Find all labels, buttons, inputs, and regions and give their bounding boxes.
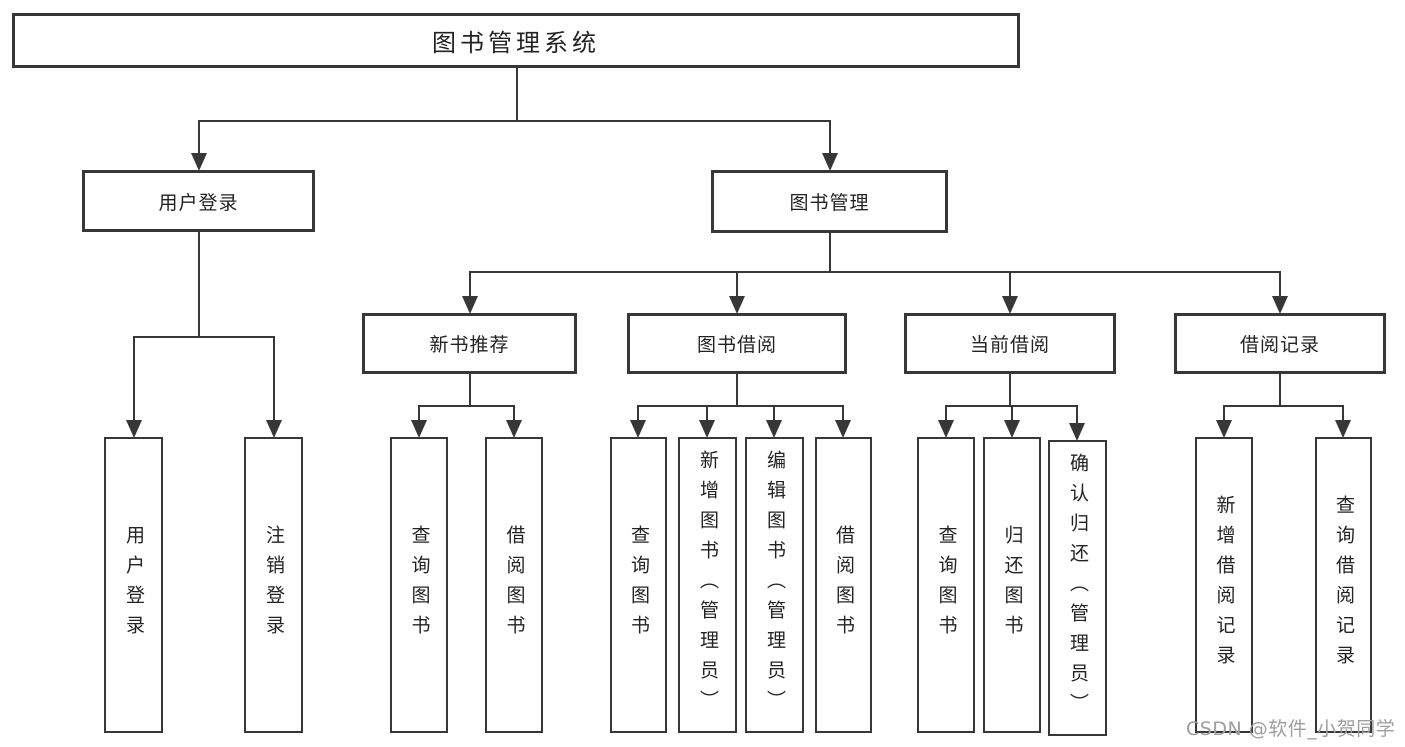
node-label: 新书推荐: [429, 334, 510, 356]
arrow-down-icon: [1335, 420, 1351, 438]
connector-drop: [637, 405, 639, 424]
arrow-down-icon: [938, 420, 954, 438]
leaf-add-borrow-record: 新增借阅记录: [1195, 437, 1253, 733]
connector-drop: [1076, 405, 1078, 427]
leaf-label: 用户登录: [123, 525, 145, 645]
connector-drop: [418, 405, 420, 424]
leaf-label: 借阅图书: [833, 525, 855, 645]
node-user-login: 用户登录: [82, 170, 315, 232]
connector-drop: [1342, 405, 1344, 424]
connector-stem-new-book: [469, 374, 471, 407]
arrow-down-icon: [191, 153, 207, 171]
connector-stem-borrow-record: [1279, 374, 1281, 407]
connector-drop: [1009, 271, 1011, 299]
node-borrowing-records: 借阅记录: [1174, 313, 1386, 374]
leaf-logout: 注销登录: [244, 437, 303, 733]
arrow-down-icon: [1002, 296, 1018, 314]
leaf-borrow-books: 借阅图书: [815, 437, 872, 733]
leaf-label: 借阅图书: [503, 525, 526, 645]
arrow-down-icon: [506, 420, 522, 438]
arrow-down-icon: [126, 420, 142, 438]
arrow-down-icon: [1216, 420, 1232, 438]
leaf-query-books-recommend: 查询图书: [390, 437, 448, 733]
leaf-label: 查询借阅记录: [1333, 495, 1355, 675]
connector-hline-root: [198, 120, 831, 122]
leaf-label: 确认归还（管理员）: [1067, 453, 1089, 723]
arrow-down-icon: [766, 420, 782, 438]
leaf-return-books: 归还图书: [983, 437, 1041, 733]
node-book-borrowing: 图书借阅: [627, 313, 847, 374]
connector-drop: [1011, 405, 1013, 424]
connector-drop: [706, 405, 708, 424]
connector-drop: [273, 336, 275, 424]
leaf-query-borrow-record: 查询借阅记录: [1315, 437, 1372, 733]
connector-drop: [736, 271, 738, 299]
connector-stem-current-borrow: [1009, 374, 1011, 407]
connector-hline-book-management: [469, 271, 1281, 273]
leaf-borrow-books-recommend: 借阅图书: [485, 437, 543, 733]
connector-stem-user-login: [198, 232, 200, 338]
leaf-label: 编辑图书（管理员）: [764, 450, 786, 720]
connector-stem-book-borrow: [736, 374, 738, 407]
connector-hline-user-login: [133, 336, 275, 338]
connector-hline-book-borrow: [637, 405, 844, 407]
connector-drop: [133, 336, 135, 424]
node-current-borrowing: 当前借阅: [904, 313, 1116, 374]
leaf-label: 新增借阅记录: [1213, 495, 1236, 675]
leaf-label: 新增图书（管理员）: [697, 450, 719, 720]
arrow-down-icon: [729, 296, 745, 314]
connector-hline-new-book: [418, 405, 515, 407]
node-label: 图书借阅: [696, 334, 777, 356]
leaf-label: 注销登录: [263, 525, 285, 645]
connector-drop-user-login: [198, 120, 200, 158]
node-label: 当前借阅: [969, 334, 1050, 356]
connector-drop: [513, 405, 515, 424]
node-library-system: 图书管理系统: [12, 13, 1020, 68]
connector-hline-borrow-record: [1223, 405, 1344, 407]
node-new-book-recommend: 新书推荐: [362, 313, 577, 374]
connector-drop-book-management: [829, 120, 831, 158]
arrow-down-icon: [1069, 423, 1085, 441]
leaf-label: 查询图书: [408, 525, 431, 645]
arrow-down-icon: [630, 420, 646, 438]
leaf-confirm-return-admin: 确认归还（管理员）: [1048, 440, 1107, 736]
arrow-down-icon: [266, 420, 282, 438]
arrow-down-icon: [699, 420, 715, 438]
leaf-label: 归还图书: [1001, 525, 1024, 645]
node-label: 借阅记录: [1239, 334, 1320, 356]
leaf-query-books-borrow: 查询图书: [610, 437, 667, 733]
arrow-down-icon: [462, 296, 478, 314]
connector-drop: [1279, 271, 1281, 299]
node-label: 用户登录: [158, 191, 239, 214]
arrow-down-icon: [822, 153, 838, 171]
connector-stem-book-management: [829, 233, 831, 273]
leaf-label: 查询图书: [935, 525, 958, 645]
leaf-query-books-current: 查询图书: [917, 437, 975, 733]
leaf-add-book-admin: 新增图书（管理员）: [678, 437, 737, 733]
arrow-down-icon: [1004, 420, 1020, 438]
leaf-label: 查询图书: [628, 525, 650, 645]
connector-drop: [469, 271, 471, 299]
arrow-down-icon: [1272, 296, 1288, 314]
leaf-user-login: 用户登录: [104, 437, 163, 733]
leaf-edit-book-admin: 编辑图书（管理员）: [745, 437, 804, 733]
node-label: 图书管理系统: [432, 29, 600, 57]
connector-stem-root: [516, 68, 518, 122]
connector-drop: [1223, 405, 1225, 424]
watermark-text: CSDN @软件_小贺同学: [1186, 718, 1396, 740]
connector-drop: [945, 405, 947, 424]
arrow-down-icon: [411, 420, 427, 438]
connector-drop: [842, 405, 844, 424]
connector-drop: [773, 405, 775, 424]
node-book-management: 图书管理: [711, 170, 948, 233]
node-label: 图书管理: [789, 192, 870, 214]
arrow-down-icon: [835, 420, 851, 438]
